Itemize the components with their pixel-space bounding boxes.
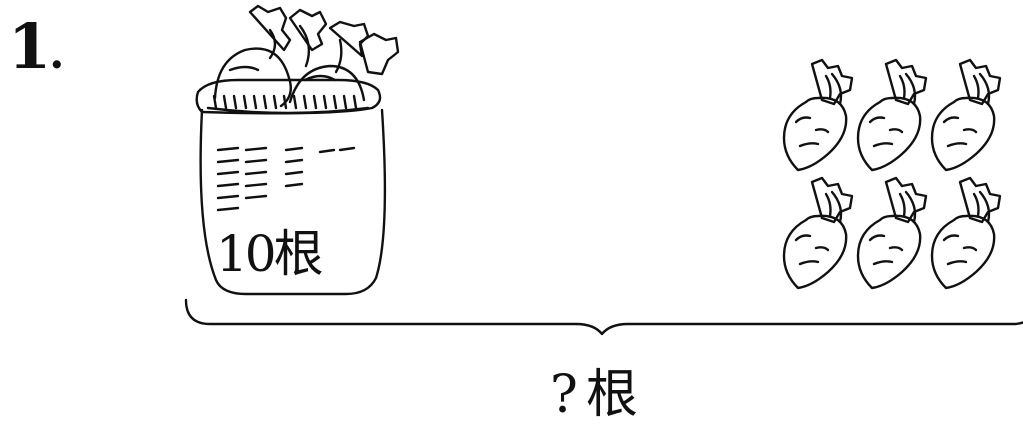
basket-icon — [195, 4, 400, 296]
illustration — [184, 4, 1023, 336]
question-number: 1. — [8, 10, 65, 83]
radish-icon — [782, 58, 854, 172]
total-question-label: ?根 — [550, 365, 646, 425]
radish-group-icon — [782, 58, 1002, 290]
total-brace — [184, 298, 1023, 336]
basket-count-label: 10根 — [216, 225, 324, 283]
